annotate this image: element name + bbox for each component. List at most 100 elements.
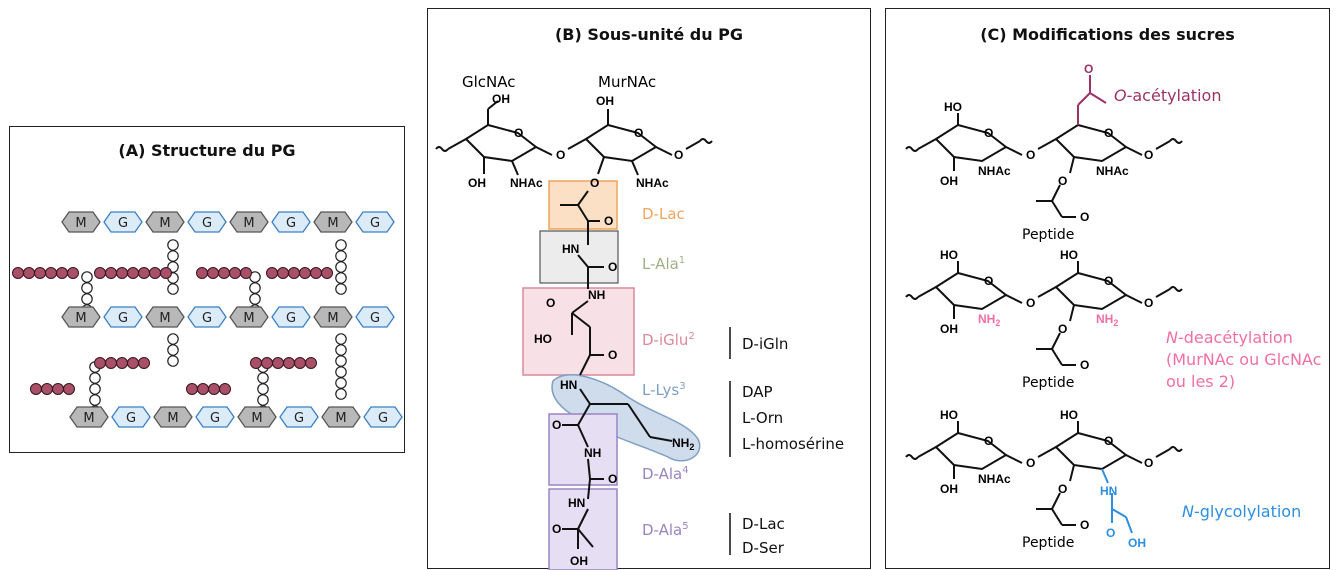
peptide-ladder bbox=[335, 261, 347, 273]
crossbridge-beads bbox=[299, 267, 311, 279]
atom-o-ala1: O bbox=[608, 260, 617, 274]
oh-top-left: OH bbox=[492, 92, 510, 106]
glcnac-label: G bbox=[370, 216, 380, 231]
crossbridge-beads bbox=[105, 267, 117, 279]
o-ring-2: O bbox=[634, 126, 643, 140]
peptide-ladder bbox=[335, 366, 347, 378]
peptide-ladder bbox=[167, 355, 179, 367]
ndeac-o-ring2: O bbox=[1104, 274, 1113, 288]
ndeac-o-lactyl: O bbox=[1058, 322, 1067, 336]
o-ring-1: O bbox=[514, 126, 523, 140]
crossbridge-beads bbox=[250, 357, 262, 369]
ndeac-o-anomeric: O bbox=[1144, 296, 1153, 310]
crossbridge-beads bbox=[116, 267, 128, 279]
glcnac-hexagon bbox=[355, 306, 395, 328]
murnac-label: M bbox=[335, 411, 346, 426]
peptide-ladder bbox=[81, 271, 93, 283]
crossbridge-beads bbox=[208, 383, 220, 395]
label-n-glycolylation: N-glycolylation bbox=[1182, 502, 1301, 521]
glcnac-label: G bbox=[202, 216, 212, 231]
residue-label-d-lac: D-Lac bbox=[642, 205, 685, 223]
pg-subunit-diagram: GlcNAc MurNAc OH O O OH O O OH NHAc bbox=[435, 73, 844, 570]
ngly-ho-2: HO bbox=[1060, 408, 1078, 422]
atom-nh-iglu: NH bbox=[588, 288, 605, 302]
oac-o-link: O bbox=[1026, 148, 1035, 162]
oac-peptide: Peptide bbox=[1022, 227, 1074, 243]
glcnac-label: GlcNAc bbox=[462, 73, 516, 91]
crossbridge-beads bbox=[160, 267, 172, 279]
peptide-ladder bbox=[335, 272, 347, 284]
murnac-label: M bbox=[243, 216, 254, 231]
crossbridge-beads bbox=[12, 267, 24, 279]
atom-o-iglu: O bbox=[608, 348, 617, 362]
glcnac-hexagon bbox=[187, 306, 227, 328]
alt-lys-dap: DAP bbox=[742, 383, 773, 401]
label-n-deacetylation-line3: ou les 2) bbox=[1166, 372, 1235, 391]
oh-top-right: OH bbox=[596, 94, 614, 108]
glcnac-label: G bbox=[118, 311, 128, 326]
panel-b-title: (B) Sous-unité du PG bbox=[554, 25, 744, 44]
peptide-backbone bbox=[560, 190, 673, 549]
nhac-right: NHAc bbox=[636, 176, 669, 190]
peptide-ladder bbox=[89, 383, 101, 395]
crossbridge-beads bbox=[196, 267, 208, 279]
glcnac-label: G bbox=[370, 311, 380, 326]
murnac-hexagon bbox=[229, 306, 269, 328]
glcnac-hexagon bbox=[195, 406, 235, 428]
ngly-nhac: NHAc bbox=[978, 472, 1011, 486]
murnac-label: M bbox=[159, 216, 170, 231]
murnac-hexagon bbox=[229, 211, 269, 233]
residue-label-d-ala5: D-Ala5 bbox=[642, 521, 689, 539]
glcnac-hexagon bbox=[103, 306, 143, 328]
ngly-o-ring2: O bbox=[1104, 434, 1113, 448]
crossbridge-beads bbox=[138, 357, 150, 369]
murnac-label: M bbox=[75, 216, 86, 231]
ngly-o-glycolyl: O bbox=[1106, 526, 1115, 540]
d-ala4-box bbox=[548, 413, 618, 486]
peptide-ladder bbox=[335, 388, 347, 400]
ngly-o-ring: O bbox=[984, 434, 993, 448]
ndeac-o-carbonyl: O bbox=[1080, 358, 1089, 372]
crossbridge-beads bbox=[127, 267, 139, 279]
ndeac-nh2-2: NH2 bbox=[1096, 312, 1118, 328]
atom-nh2-lys: NH2 bbox=[672, 436, 694, 452]
alt-iglu: D-iGln bbox=[742, 335, 788, 353]
peptide-ladder bbox=[167, 344, 179, 356]
glcnac-hexagon bbox=[271, 211, 311, 233]
ngly-ho-1: HO bbox=[940, 408, 958, 422]
murnac-hexagon bbox=[145, 306, 185, 328]
oac-o-1: O bbox=[1084, 62, 1093, 76]
crossbridge-beads bbox=[63, 383, 75, 395]
crossbridge-beads bbox=[266, 267, 278, 279]
ndeac-ho-1: HO bbox=[940, 248, 958, 262]
atom-o-iglu-acid: O bbox=[546, 296, 555, 310]
glcnac-hexagon bbox=[111, 406, 151, 428]
peptide-ladder bbox=[89, 394, 101, 406]
atom-o-ala4b: O bbox=[608, 472, 617, 486]
ngly-o-anomeric: O bbox=[1144, 456, 1153, 470]
oac-o-ring: O bbox=[984, 126, 993, 140]
peptide-ladder bbox=[257, 383, 269, 395]
peptide-ladder bbox=[89, 372, 101, 384]
panel-b: (B) Sous-unité du PG GlcNAc MurNAc bbox=[427, 8, 871, 570]
label-n-deacetylation-line2: (MurNAc ou GlcNAc bbox=[1166, 350, 1321, 369]
panel-c: (C) Modifications des sucres bbox=[885, 8, 1330, 569]
panel-c-title: (C) Modifications des sucres bbox=[980, 25, 1235, 44]
murnac-label: M bbox=[75, 311, 86, 326]
glcnac-label: G bbox=[202, 311, 212, 326]
crossbridge-beads bbox=[41, 383, 53, 395]
murnac-hexagon bbox=[321, 406, 361, 428]
glcnac-label: G bbox=[378, 411, 388, 426]
crossbridge-beads bbox=[277, 267, 289, 279]
disaccharide-skeleton bbox=[435, 100, 713, 176]
murnac-hexagon bbox=[145, 211, 185, 233]
atom-o-lac: O bbox=[604, 214, 613, 228]
sugar-modifications-diagram: O HO O O O O OH NHAc O NHAc O Peptide O-… bbox=[905, 62, 1321, 551]
glcnac-hexagon bbox=[271, 306, 311, 328]
crossbridge-beads bbox=[283, 357, 295, 369]
peptide-ladder bbox=[257, 394, 269, 406]
peptide-ladder bbox=[335, 344, 347, 356]
glcnac-label: G bbox=[294, 411, 304, 426]
label-o-acetylation: O-acétylation bbox=[1114, 86, 1221, 105]
